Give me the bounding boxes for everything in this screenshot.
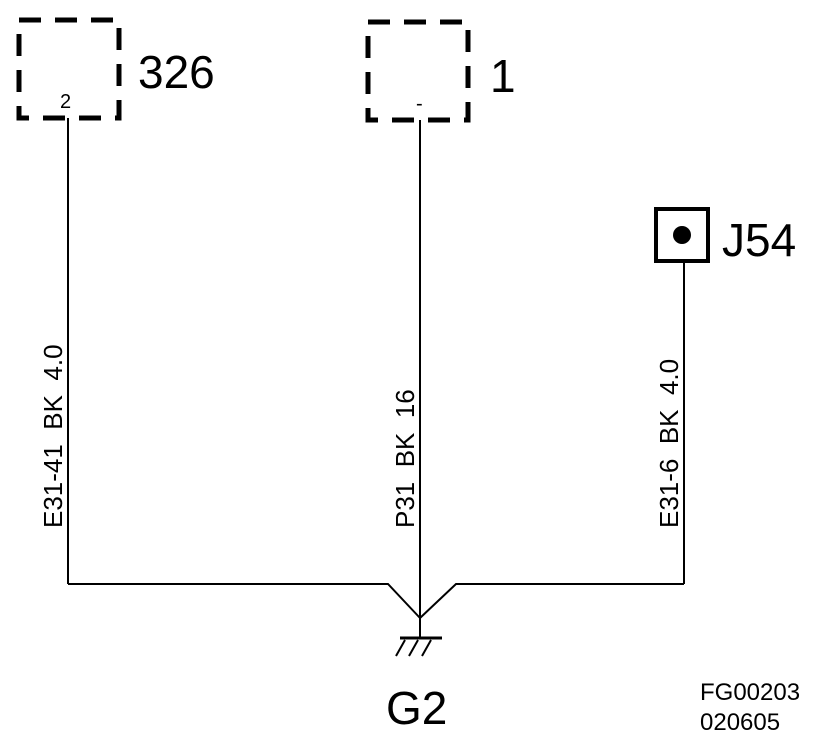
component-1-pin: - <box>416 93 423 115</box>
connector-j54-pin-dot <box>673 226 691 244</box>
figure-code: FG00203 <box>700 679 800 706</box>
connector-j54-box <box>654 207 710 263</box>
component-1-label: 1 <box>490 50 516 102</box>
wire-right-label: E31-6 BK 4.0 <box>654 359 684 528</box>
component-326: 2 326 <box>16 17 215 121</box>
wire-center-label: P31 BK 16 <box>390 389 420 528</box>
connector-j54: J54 <box>654 207 796 266</box>
ground-label: G2 <box>386 682 447 734</box>
ground-symbol <box>395 618 442 657</box>
ground-hatch <box>408 639 419 657</box>
figure-date: 020605 <box>700 709 780 736</box>
component-326-label: 326 <box>138 46 215 98</box>
ground-hatch <box>395 639 406 657</box>
wire-right-bus <box>419 583 684 619</box>
component-1: - 1 <box>365 19 516 123</box>
connector-j54-label: J54 <box>722 214 796 266</box>
component-326-box <box>16 17 122 121</box>
wire-left-label: E31-41 BK 4.0 <box>38 344 68 528</box>
wire-left-bus <box>68 583 421 619</box>
component-1-box <box>365 19 471 123</box>
ground-hatch <box>421 639 432 657</box>
component-326-pin: 2 <box>60 91 71 113</box>
wires <box>67 118 685 619</box>
